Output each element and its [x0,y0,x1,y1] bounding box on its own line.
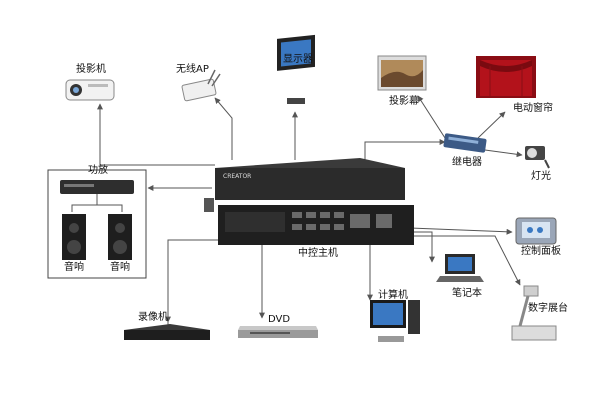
laptop-label: 笔记本 [452,288,482,299]
line-relay-left [364,139,446,160]
speaker-right-label: 音响 [110,262,130,273]
line-left-col [167,239,218,325]
dvd-device [238,326,318,338]
line-screen [417,95,446,139]
line-curtain [477,111,506,139]
electric-curtain-label: 电动窗帘 [513,103,553,114]
line-projector [97,103,215,166]
line-light [484,149,523,158]
light-device [525,146,550,169]
central-controller-device [204,158,414,245]
line-doc-camera [410,235,521,286]
speaker-left-label: 音响 [64,262,84,273]
wireless-ap-label: 无线AP [176,64,209,75]
amplifier-group [47,169,147,279]
dvd-label: DVD [268,314,291,325]
amplifier-label: 功放 [88,165,108,176]
control-panel-label: 控制面板 [521,246,561,257]
relay-device [443,133,487,153]
speaker-right-device [108,214,132,260]
speaker-left-device [62,214,86,260]
wireless-ap-device [181,69,221,102]
control-panel-device [515,217,557,245]
projector-label: 投影机 [76,64,106,75]
computer-label: 计算机 [378,290,408,301]
relay-label: 继电器 [452,157,482,168]
line-control-panel [409,227,513,235]
laptop-device [436,254,484,282]
projection-screen-device [377,55,427,91]
document-camera-label: 数字展台 [528,303,568,314]
monitor-label: 显示器 [283,54,313,65]
connection-lines [97,95,523,325]
central-controller-label: 中控主机 [298,248,338,259]
light-label: 灯光 [531,171,551,182]
electric-curtain-device [476,56,536,98]
projection-screen-label: 投影幕 [389,96,419,107]
controller-brand-label: CREATOR [223,173,252,180]
recorder-device [124,324,210,340]
document-camera-device [511,285,557,341]
line-wireless-ap [214,97,233,160]
recorder-label: 录像机 [138,312,168,323]
monitor-device [277,34,315,104]
projector-device [65,79,115,101]
computer-device [370,300,420,342]
